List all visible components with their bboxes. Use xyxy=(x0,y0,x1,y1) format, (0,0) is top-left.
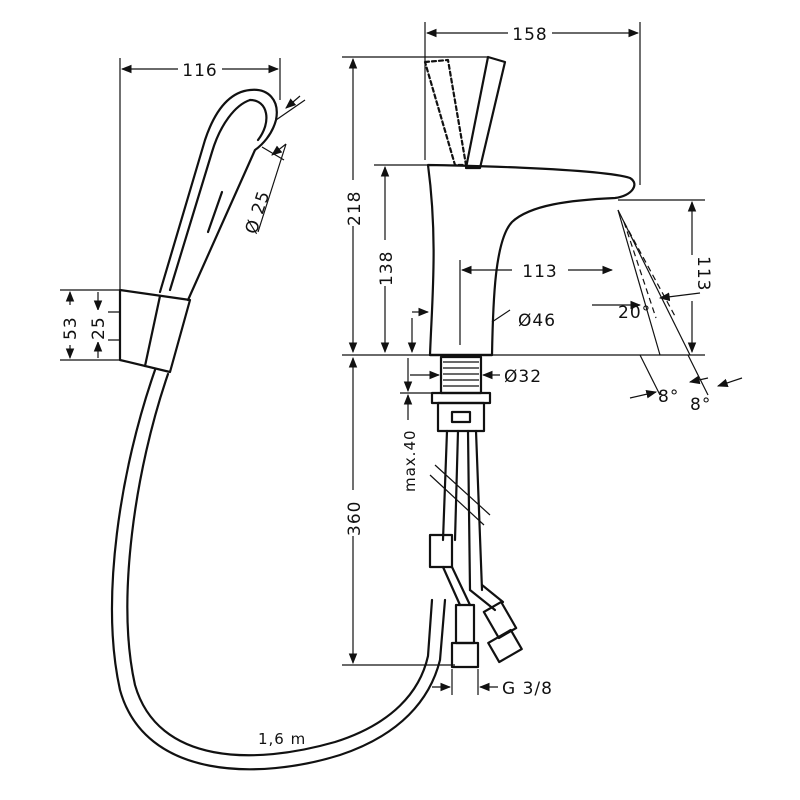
basin-mixer: 158 218 138 Ø46 113 113 xyxy=(340,22,743,699)
dim-spray-angle: 20° xyxy=(618,303,651,323)
dim-spout-height: 138 xyxy=(377,251,397,286)
dim-holder-mount: 25 xyxy=(89,316,109,340)
dim-body-diameter: Ø46 xyxy=(518,311,556,331)
dim-shank-length: 360 xyxy=(345,501,365,536)
dim-handshower-width: 116 xyxy=(182,61,217,81)
dim-mixer-top-width: 158 xyxy=(512,25,547,45)
dim-hose-length: 1,6 m xyxy=(258,730,306,748)
dim-max-deck: max.40 xyxy=(401,429,419,492)
dim-mixer-height-total: 218 xyxy=(345,191,365,226)
dim-nozzle-diameter: Ø 25 xyxy=(242,188,275,236)
dim-spout-reach: 113 xyxy=(522,262,557,282)
hand-shower: 116 Ø 25 53 25 1,6 m xyxy=(58,58,447,771)
dim-tilt-right: 8° xyxy=(690,395,711,415)
dim-spout-height-right: 113 xyxy=(693,256,713,291)
dim-connection-thread: G 3/8 xyxy=(502,679,553,699)
dim-holder-height: 53 xyxy=(61,316,81,340)
dim-shank-diameter: Ø32 xyxy=(504,367,542,387)
dim-tilt-left: 8° xyxy=(658,387,679,407)
